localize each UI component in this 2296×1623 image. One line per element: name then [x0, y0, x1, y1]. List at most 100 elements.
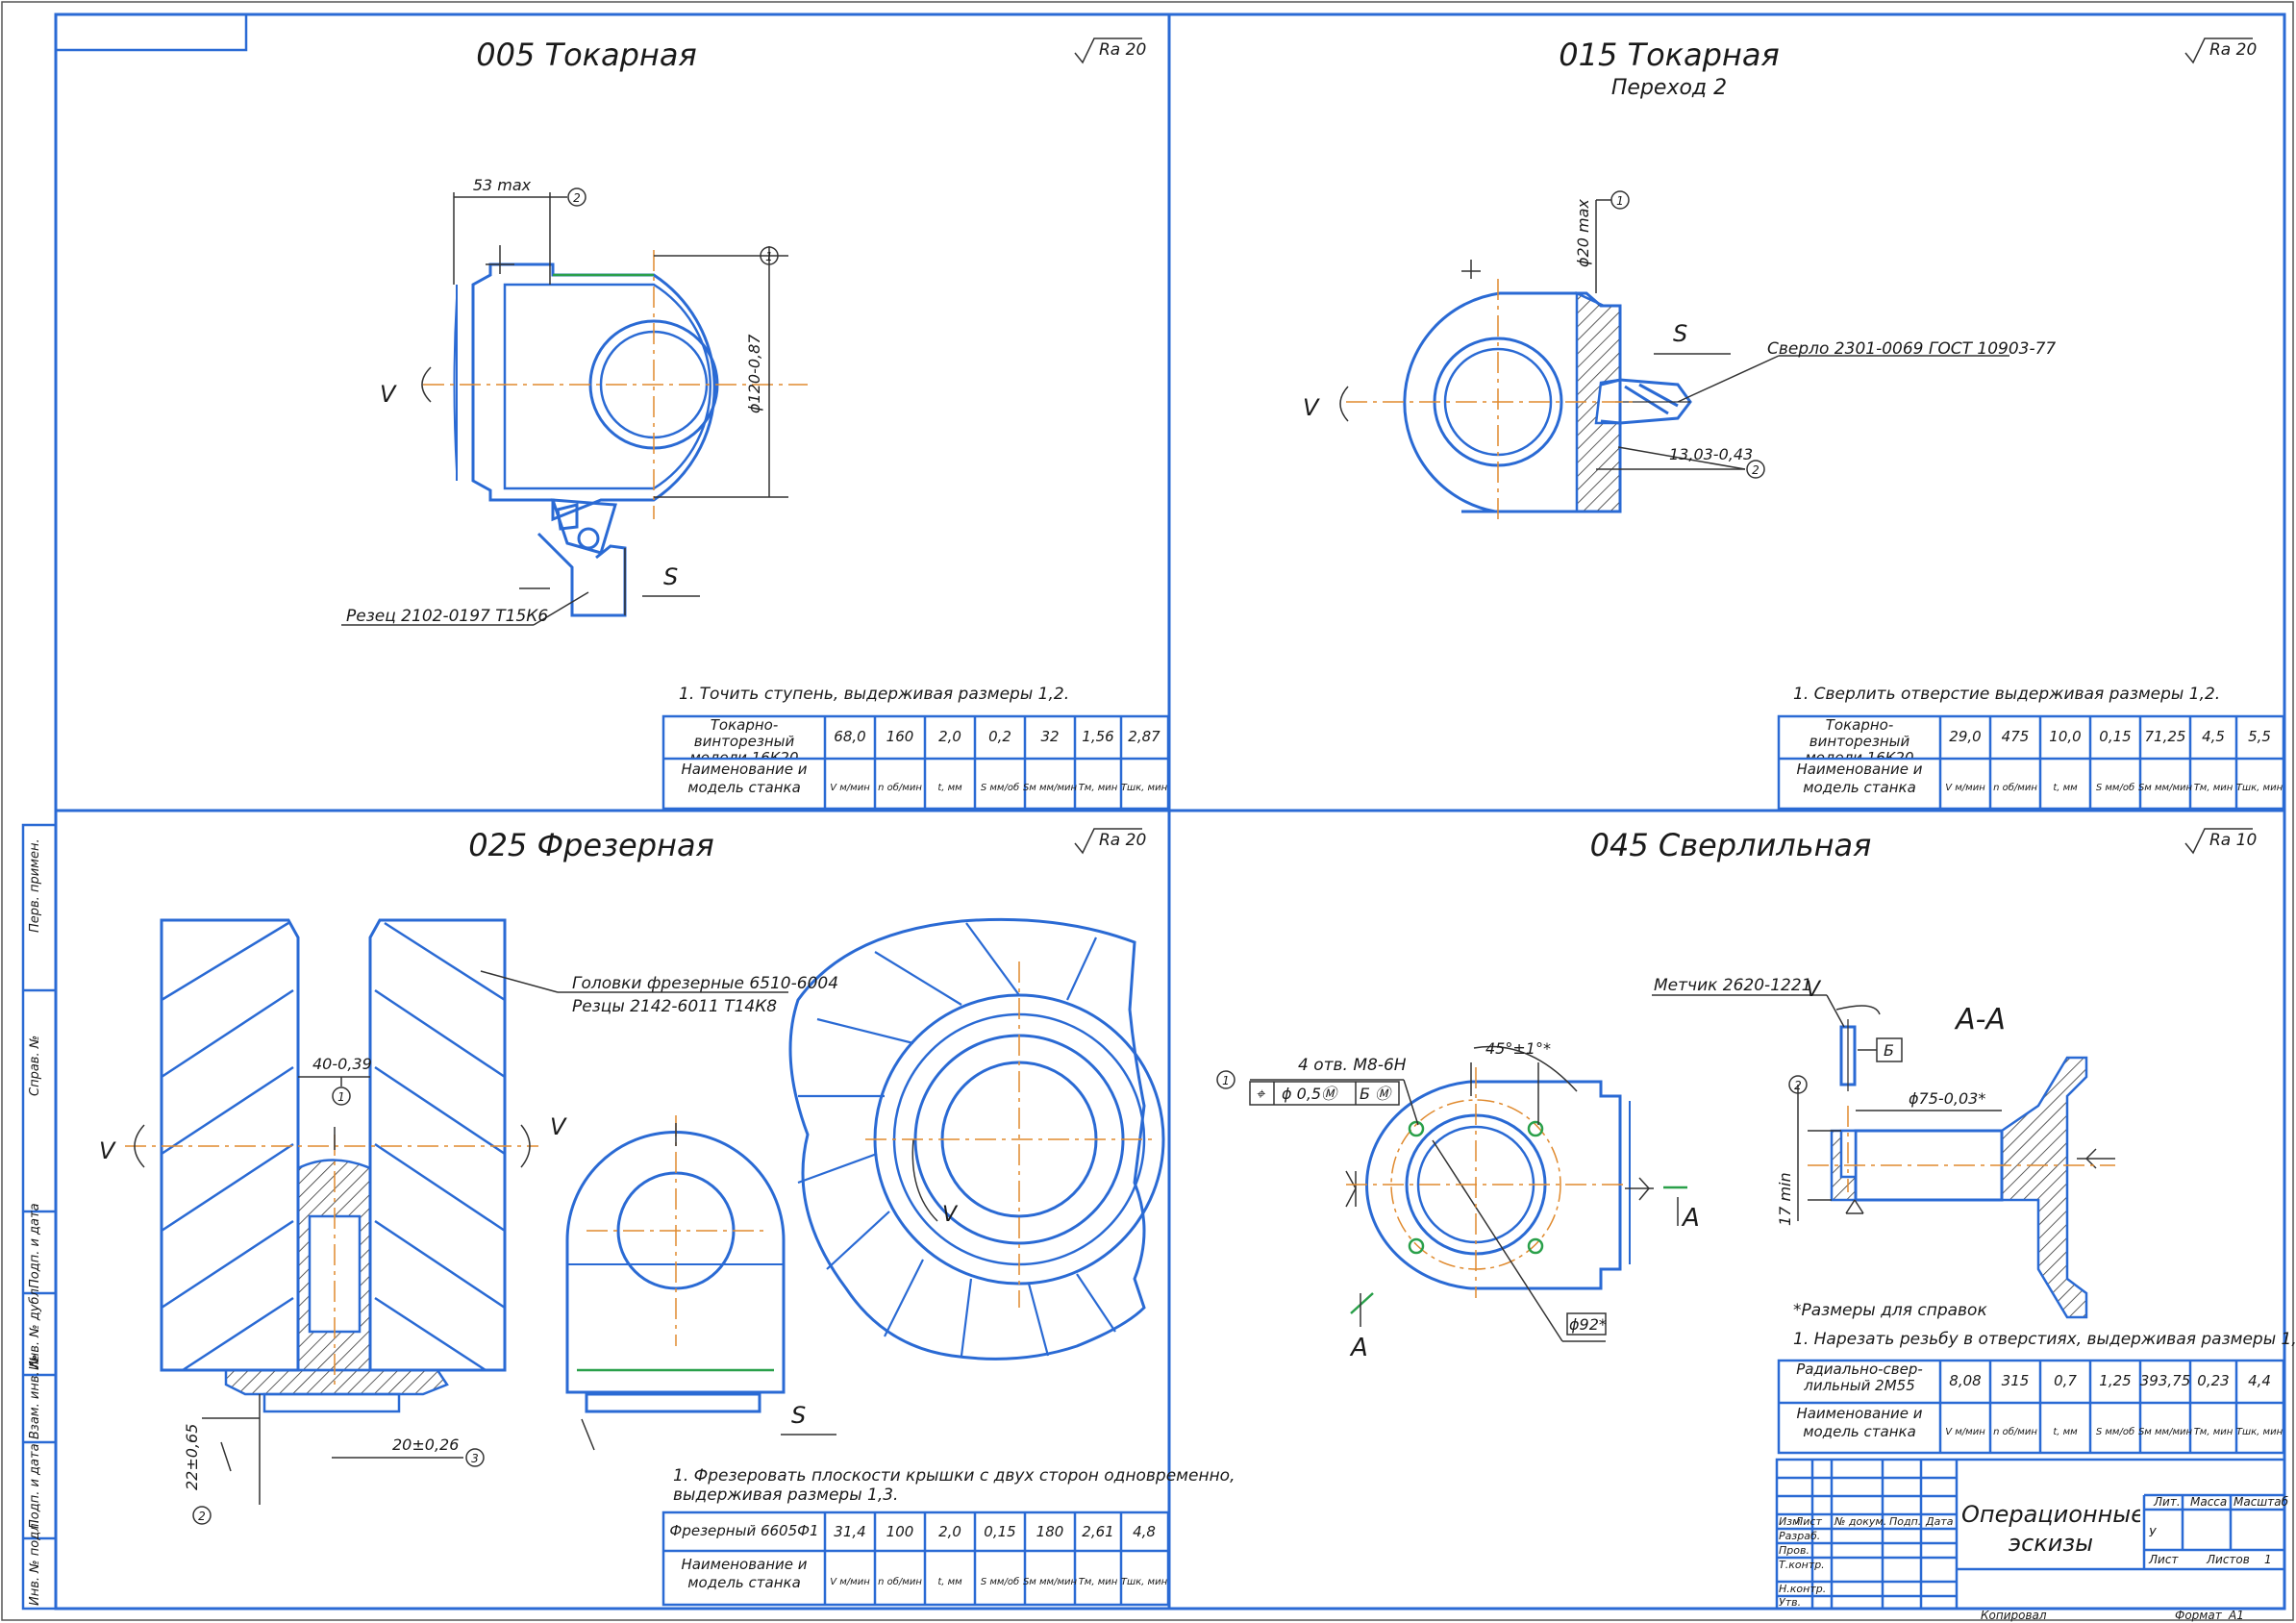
table-col: n об/мин: [878, 1576, 922, 1587]
mark-circle: [1746, 460, 1765, 479]
base-mark: Б: [1884, 1041, 1894, 1060]
table-005-text: Токарно-винторезный модели 16К20 Наимено…: [681, 717, 1167, 796]
tb-copied: Копировал: [1981, 1609, 2047, 1622]
panel-005: 005 Токарная Ra 20: [341, 37, 1146, 704]
centerlines-045: [1346, 1067, 2115, 1298]
motion-v: V: [99, 1137, 116, 1164]
table-025-text: Фрезерный 6605Ф1 Наименование и модель с…: [669, 1522, 1168, 1591]
tapped-holes: [1408, 1120, 1544, 1255]
table-015-text: Токарно-винторезный модели 16К20 Наимено…: [1796, 717, 2284, 796]
table-col: Sм мм/мин: [1023, 1577, 1078, 1587]
stamp-label: Инв. № подл.: [28, 1519, 42, 1606]
table-col: n об/мин: [1993, 1426, 2037, 1437]
panel-045: 045 Сверлильная Ra 10: [1216, 827, 2296, 1362]
stamp-label: Инв. № дубл.: [28, 1285, 42, 1370]
table-value: 31,4: [834, 1523, 865, 1540]
dim-label: 40-0,39: [312, 1055, 372, 1073]
table-machine: Фрезерный 6605Ф1: [669, 1522, 819, 1539]
tb-format-value: А1: [2228, 1609, 2244, 1622]
title-block: [1775, 1458, 2286, 1611]
panel-note: 1. Сверлить отверстие выдерживая размеры…: [1793, 685, 2220, 704]
tb-sheets-number: 1: [2264, 1553, 2272, 1566]
tb-col: Лист: [1794, 1515, 1822, 1528]
dim-label: 22±0,65: [183, 1424, 201, 1490]
table-value: 68,0: [834, 728, 865, 745]
tool-label: Резец 2102-0197 Т15К6: [346, 607, 548, 626]
tb-scale: Масштаб: [2234, 1495, 2289, 1509]
panel-note: выдерживая размеры 1,3.: [673, 1486, 898, 1505]
dim-label: 20±0,26: [392, 1436, 459, 1454]
panel-015: 015 Токарная Переход 2 Ra 20: [1303, 37, 2257, 704]
table-value: 315: [2002, 1372, 2030, 1389]
mark-circle: [1216, 1070, 1235, 1089]
table-header-name: Наименование и модель станка: [1796, 1405, 1923, 1440]
panel-note: 1. Нарезать резьбу в отверстиях, выдержи…: [1793, 1330, 2296, 1349]
table-value: 100: [886, 1523, 914, 1540]
dimensions-005: [341, 192, 788, 626]
table-value: 32: [1040, 728, 1059, 745]
tb-lit-value: У: [2149, 1526, 2157, 1539]
mark-number: 1: [337, 1090, 345, 1104]
table-value: 4,8: [1133, 1523, 1156, 1540]
tolerance-value: ϕ 0,5Ⓜ: [1282, 1085, 1338, 1103]
motion-s: S: [1673, 320, 1687, 347]
table-col: Тшк, мин: [2236, 783, 2284, 793]
table-col: Тшк, мин: [1121, 1577, 1168, 1587]
centerlines-005: [423, 250, 808, 519]
stamp-label: Взам. инв. №: [28, 1355, 42, 1439]
side-stamp-labels: Перв. примен. Справ. № Подп. и дата Инв.…: [28, 838, 42, 1606]
stamp-label: Справ. №: [28, 1036, 42, 1096]
stamp-label: Подп. и дата: [28, 1443, 42, 1529]
table-value: 180: [1036, 1523, 1064, 1540]
mark-number: 2: [1752, 463, 1759, 477]
dimensions-045-section: [1652, 994, 2115, 1221]
stamp-label: Подп. и дата: [28, 1203, 42, 1288]
tb-mass: Масса: [2190, 1495, 2227, 1509]
table-col: V м/мин: [1945, 1427, 1985, 1437]
table-value: 0,23: [2197, 1372, 2229, 1389]
corner-box: [54, 12, 248, 52]
tolerance-symbol: ⌖: [1256, 1085, 1266, 1103]
part-025-foot: [262, 1392, 401, 1413]
tb-row: Разраб.: [1779, 1530, 1820, 1542]
mark-circle: [1610, 190, 1630, 210]
table-col: n об/мин: [878, 782, 922, 793]
part-015: [1403, 291, 1622, 513]
section-mark: А: [1349, 1334, 1368, 1362]
table-value: 1,25: [2099, 1372, 2131, 1389]
section-mark: А: [1681, 1204, 1700, 1233]
table-col: Sм мм/мин: [2138, 1427, 2193, 1437]
table-col: S мм/об: [2096, 782, 2134, 793]
dim-label: 53 max: [473, 176, 532, 194]
table-value: 8,08: [1949, 1372, 1981, 1389]
panel-note: 1. Фрезеровать плоскости крышки с двух с…: [673, 1466, 1235, 1486]
dim-label: ϕ92*: [1569, 1315, 1607, 1334]
hole: [1527, 1120, 1544, 1137]
section-title: А-А: [1954, 1003, 2006, 1036]
dim-label: 17 min: [1776, 1172, 1794, 1226]
tb-col: № докум.: [1834, 1515, 1886, 1528]
motion-v: V: [942, 1203, 959, 1227]
tb-row: Пров.: [1779, 1544, 1809, 1557]
table-header-name: Наименование и модель станка: [681, 761, 808, 796]
mark-circle: [332, 1086, 351, 1106]
table-value: 0,15: [2099, 728, 2131, 745]
table-machine: Токарно-винторезный модели 16К20: [689, 717, 799, 758]
mark-circle: [465, 1448, 485, 1467]
table-col: V м/мин: [830, 783, 870, 793]
motion-v: V: [1303, 394, 1320, 421]
hatch-015: [1575, 291, 1622, 513]
panel-title: 015 Токарная: [1559, 37, 1779, 73]
table-col: V м/мин: [830, 1577, 870, 1587]
roughness-symbol: [2184, 828, 2253, 855]
mark-number: 1: [1222, 1074, 1230, 1087]
stamp-label: Перв. примен.: [28, 838, 42, 933]
motion-s: S: [791, 1402, 806, 1429]
mark-number: 1: [1616, 194, 1624, 208]
tb-col: Изм: [1779, 1515, 1800, 1528]
mark-number: 3: [471, 1452, 479, 1465]
table-value: 10,0: [2049, 728, 2081, 745]
table-col: Тм, мин: [2194, 783, 2234, 793]
